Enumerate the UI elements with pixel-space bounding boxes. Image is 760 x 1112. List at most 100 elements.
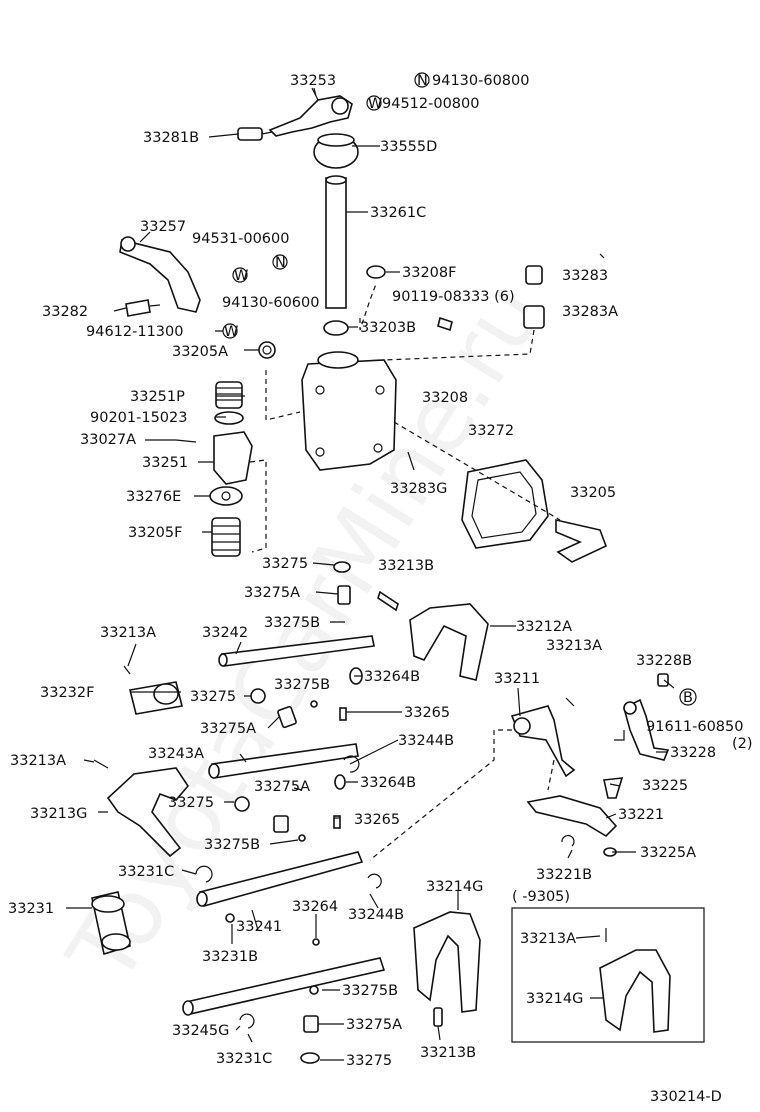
- label-33264: 33264: [292, 899, 338, 915]
- label-33211: 33211: [494, 671, 540, 687]
- label-94130-60600: 94130-60600: [222, 295, 320, 311]
- lever-drawing: [119, 231, 201, 313]
- ball-spring-c-drawing: [234, 796, 306, 842]
- boot-drawing: [313, 133, 380, 169]
- label-33275B-d: 33275B: [342, 983, 398, 999]
- lower-spring-drawing: [211, 517, 241, 557]
- ball-33231b: [225, 913, 235, 923]
- symbol-n-1: N: [417, 73, 428, 89]
- shift-head-33231-drawing: [91, 891, 131, 956]
- pin-33213a-b: [565, 697, 575, 707]
- label-33555D: 33555D: [380, 139, 437, 155]
- guide-lines-top: [249, 283, 561, 553]
- label-91611-60850: 91611-60850: [646, 719, 744, 735]
- label-33265-a: 33265: [404, 705, 450, 721]
- shift-fork-33214g-a-drawing: [413, 911, 481, 1013]
- guide-lines-middle: [369, 729, 555, 861]
- part-labels: 33253 N 94130-60800 W 94512-00800 33281B…: [8, 73, 753, 1105]
- collar-drawing: [209, 486, 243, 506]
- label-33264B-a: 33264B: [364, 669, 420, 685]
- ball-33275b-d: [309, 985, 319, 995]
- pin-33213a-a: [123, 665, 131, 675]
- label-33245G: 33245G: [172, 1023, 229, 1039]
- oil-seal-drawing: [323, 320, 358, 336]
- label-33264B-b: 33264B: [360, 775, 416, 791]
- label-33275B-b: 33275B: [274, 677, 330, 693]
- label-33251P: 33251P: [130, 389, 185, 405]
- label-33213A-d: 33213A: [520, 931, 576, 947]
- label-33213A-c: 33213A: [10, 753, 66, 769]
- label-33214G-a: 33214G: [426, 879, 483, 895]
- diagram-reference: 330214-D: [650, 1089, 722, 1105]
- bolt-33213b-drawing: [377, 590, 399, 612]
- housing-drawing: [301, 351, 397, 471]
- label-33212A: 33212A: [516, 619, 572, 635]
- pin-drawing: [175, 439, 197, 443]
- shift-fork-33213g-drawing: [106, 767, 190, 858]
- bolt-33213b-b: [433, 1007, 443, 1027]
- washer-drawing: [214, 411, 244, 425]
- label-33265-b: 33265: [354, 812, 400, 828]
- spring-drawing: [215, 381, 243, 409]
- label-33275A-c: 33275A: [254, 779, 310, 795]
- label-33275-b: 33275: [190, 689, 236, 705]
- label-33231B: 33231B: [202, 949, 258, 965]
- label-33225A: 33225A: [640, 845, 696, 861]
- label-90119-08333: 90119-08333 (6): [392, 289, 515, 305]
- label-33231C-a: 33231C: [118, 864, 174, 880]
- shift-inner-lever-drawing: [213, 431, 253, 485]
- label-90201-15023: 90201-15023: [90, 410, 188, 426]
- bolt-drawing: [237, 127, 273, 141]
- spring-seat-drawing: [258, 341, 276, 359]
- label-33276E: 33276E: [126, 489, 181, 505]
- label-33257: 33257: [140, 219, 186, 235]
- label-33282: 33282: [42, 304, 88, 320]
- label-33205: 33205: [570, 485, 616, 501]
- label-33221: 33221: [618, 807, 664, 823]
- pin-33265-a: [339, 707, 347, 721]
- label-33275A-d: 33275A: [346, 1017, 402, 1033]
- label-94531-00600: 94531-00600: [192, 231, 290, 247]
- shift-rod-33241-drawing: [196, 851, 364, 907]
- label-variant-9305: ( -9305): [512, 889, 570, 905]
- label-33213B-b: 33213B: [420, 1045, 476, 1061]
- label-33241: 33241: [236, 919, 282, 935]
- ball-33275-d: [300, 1052, 320, 1064]
- symbol-n-2: N: [275, 255, 286, 271]
- label-qty-2: (2): [732, 736, 753, 752]
- snap-ring-33231c-b: [239, 1013, 255, 1029]
- interlock-pin-c: [312, 938, 320, 946]
- spring-33275a-d: [303, 1015, 319, 1033]
- symbol-b: B: [683, 690, 693, 706]
- shift-fork-33214g-b-drawing: [599, 949, 671, 1033]
- label-33231: 33231: [8, 901, 54, 917]
- label-33283: 33283: [562, 268, 608, 284]
- plunger-drawing: [523, 265, 545, 329]
- label-33275-a: 33275: [262, 556, 308, 572]
- label-33272: 33272: [468, 423, 514, 439]
- snap-ring-b: [367, 873, 382, 889]
- label-33208F: 33208F: [402, 265, 456, 281]
- select-lever-drawing: [555, 518, 608, 563]
- shift-head-33211-drawing: [510, 705, 576, 778]
- shift-shaft-drawing: [325, 175, 368, 309]
- housing-bolt-drawing: [437, 316, 453, 332]
- snap-ring-33231c-a: [195, 865, 213, 883]
- label-33231C-b: 33231C: [216, 1051, 272, 1067]
- head-33232f-drawing: [129, 681, 183, 715]
- label-33205A: 33205A: [172, 344, 228, 360]
- label-33214G-b: 33214G: [526, 991, 583, 1007]
- label-33283A: 33283A: [562, 304, 618, 320]
- label-33225: 33225: [642, 778, 688, 794]
- label-33275A-a: 33275A: [244, 585, 300, 601]
- shift-fork-33212a-drawing: [409, 603, 489, 681]
- interlock-pin-b: [334, 774, 346, 790]
- symbol-w-1: W: [368, 96, 382, 112]
- label-33205F: 33205F: [128, 525, 182, 541]
- label-33275B-c: 33275B: [204, 837, 260, 853]
- label-94612-11300: 94612-11300: [86, 324, 184, 340]
- gasket-drawing: [461, 459, 549, 549]
- label-33232F: 33232F: [40, 685, 94, 701]
- label-33251: 33251: [142, 455, 188, 471]
